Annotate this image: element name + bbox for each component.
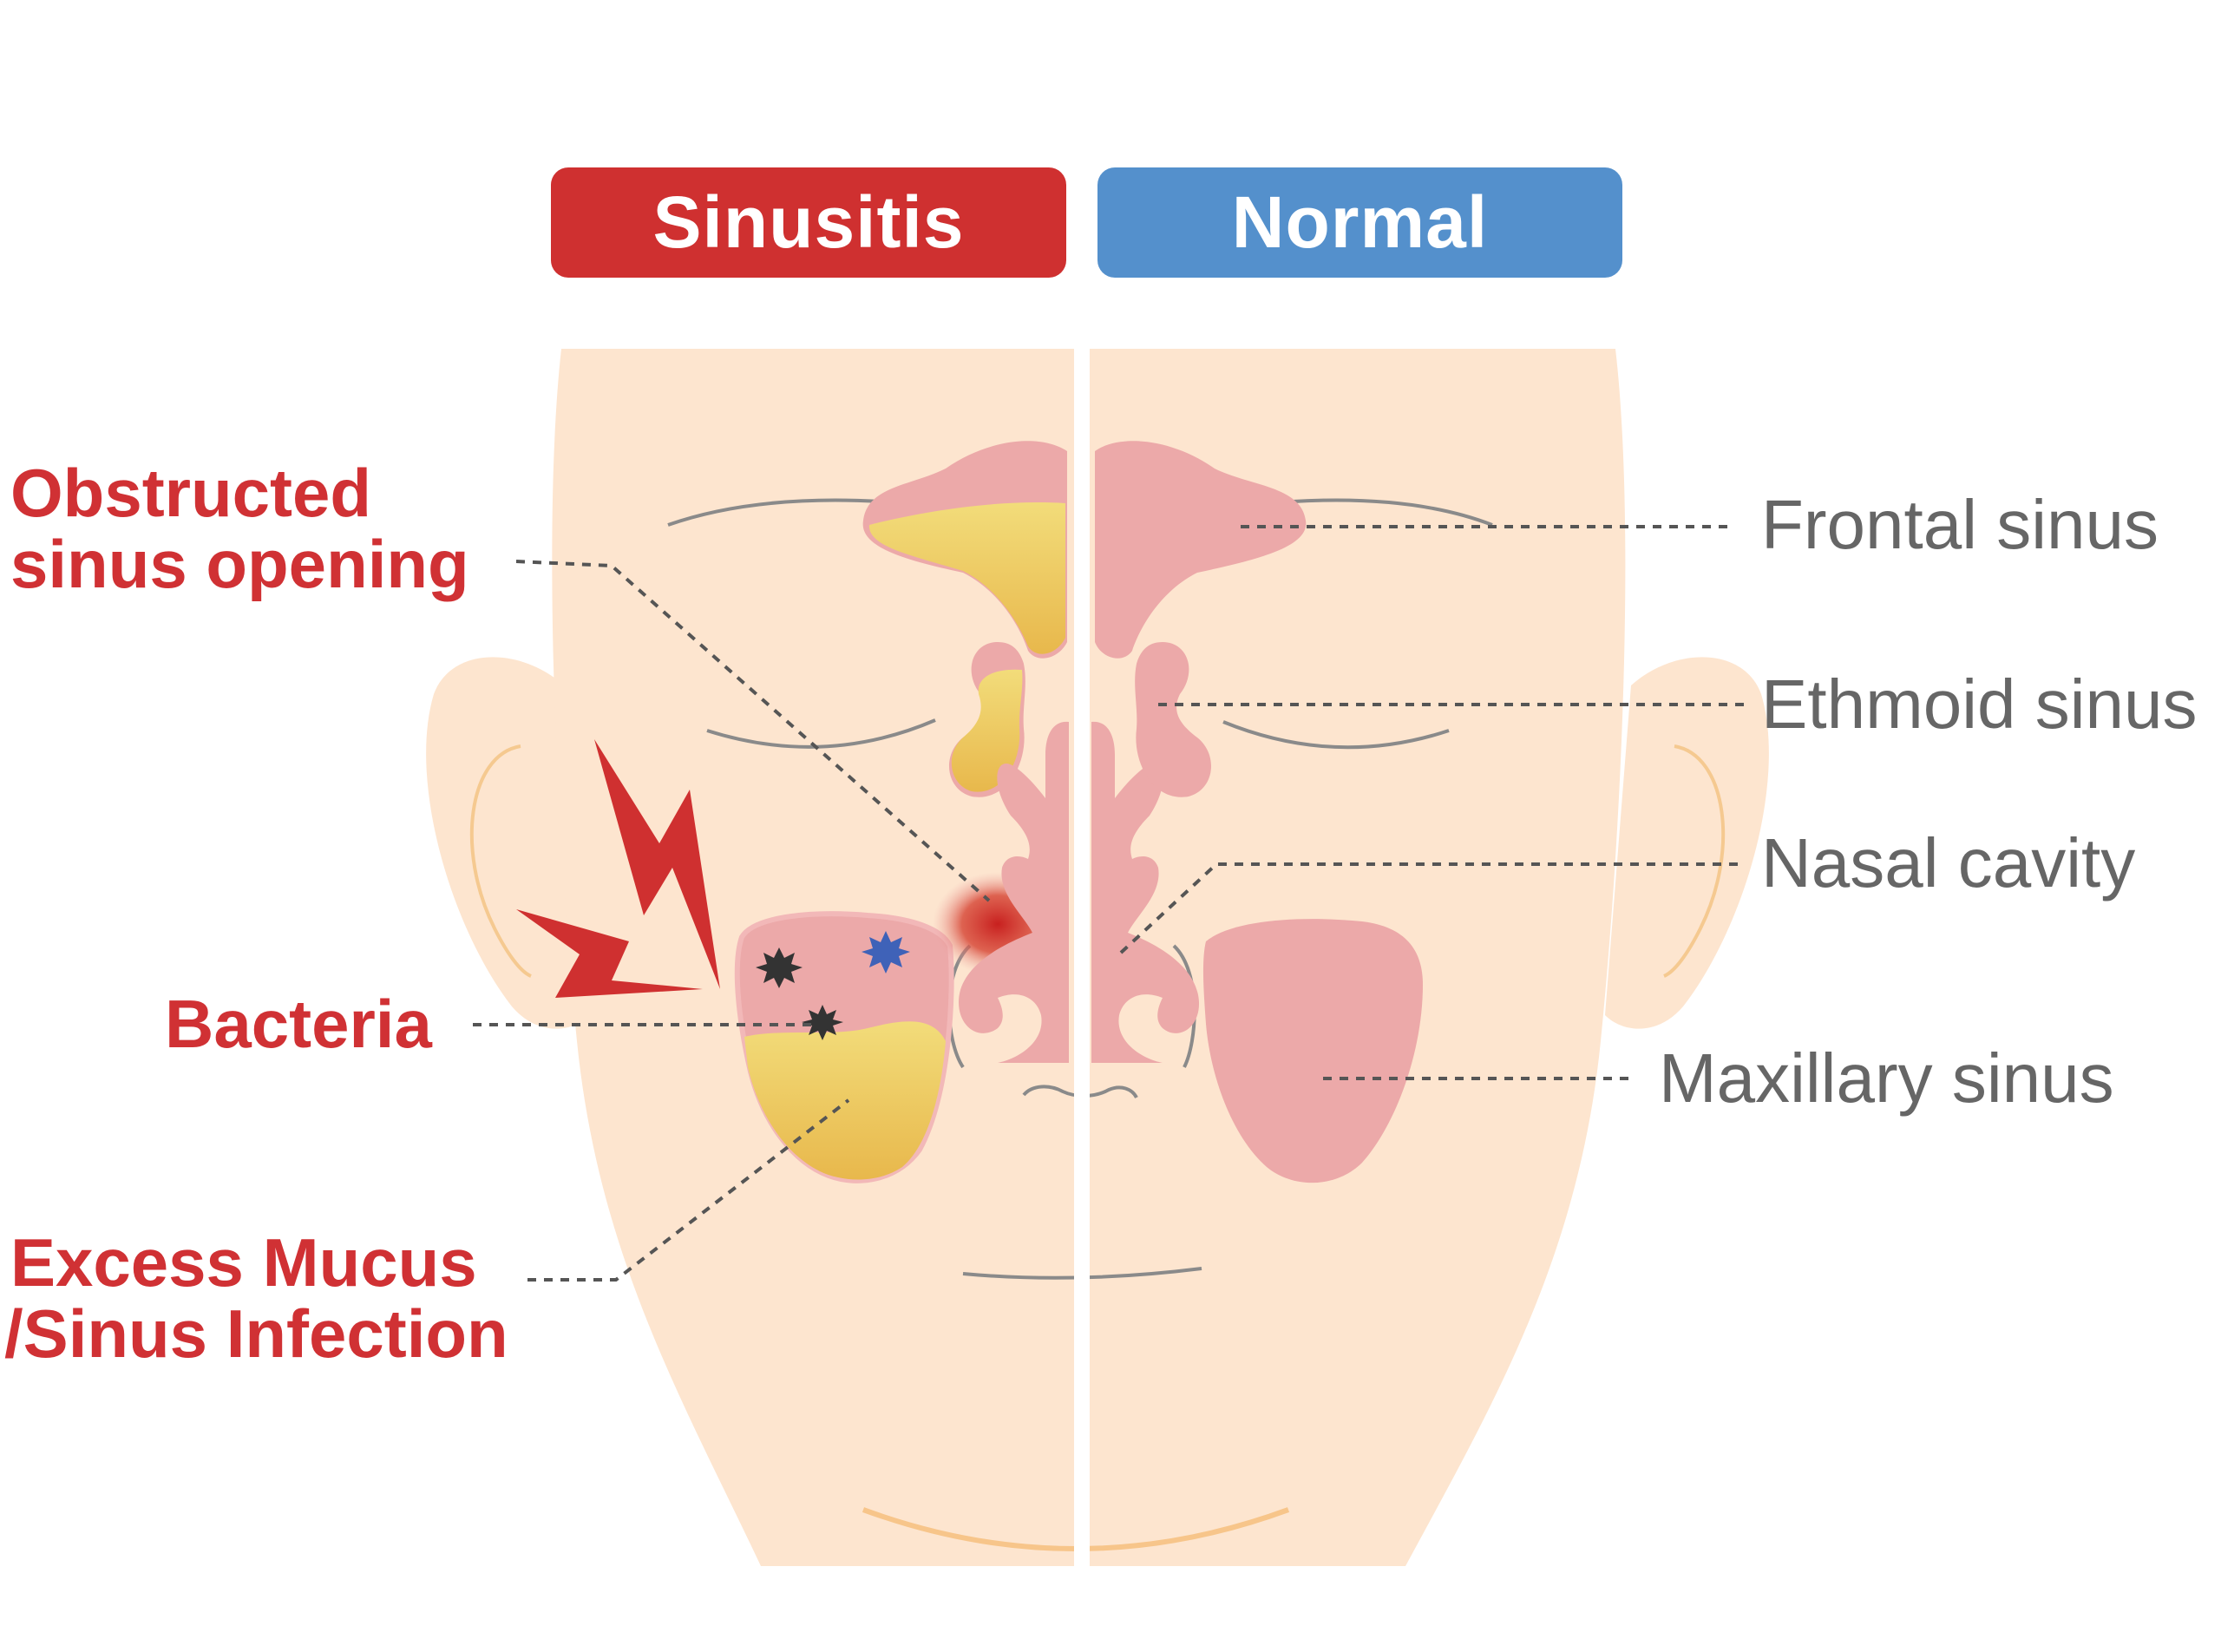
label-nasal-cavity: Nasal cavity bbox=[1761, 824, 2136, 901]
label-obstructed-line2: sinus opening bbox=[10, 526, 469, 602]
label-obstructed-line1: Obstructed bbox=[10, 455, 372, 531]
pain-bolt-lower bbox=[516, 909, 703, 998]
left-eye bbox=[706, 718, 936, 749]
leader-obstructed bbox=[515, 560, 991, 902]
right-eyebrow bbox=[1292, 498, 1493, 527]
bacteria-blue bbox=[862, 931, 910, 974]
left-ear-inner-line bbox=[469, 744, 532, 978]
leader-nasal bbox=[1119, 862, 1744, 954]
right-eye bbox=[1222, 720, 1450, 750]
left-ear bbox=[426, 657, 590, 1029]
bacteria-dark-2 bbox=[802, 1005, 843, 1040]
nasal-cavity-left bbox=[959, 721, 1069, 1063]
bacteria-dark-1 bbox=[756, 947, 803, 988]
leader-mucus bbox=[527, 1098, 850, 1282]
center-divider bbox=[1074, 343, 1090, 1575]
label-ethmoid-sinus: Ethmoid sinus bbox=[1761, 665, 2198, 743]
label-mucus-line2: /Sinus Infection bbox=[4, 1295, 508, 1372]
ethmoid-sinus-left-mucus bbox=[951, 669, 1023, 792]
sinusitis-header: Sinusitis bbox=[551, 167, 1066, 278]
frontal-sinus-right bbox=[1095, 441, 1307, 659]
left-eyebrow bbox=[667, 498, 881, 527]
frontal-sinus-left-mucus bbox=[868, 502, 1065, 654]
pain-bolt-upper bbox=[594, 739, 720, 989]
right-ear bbox=[1605, 657, 1769, 1029]
label-frontal-sinus: Frontal sinus bbox=[1761, 486, 2159, 563]
label-maxillary-sinus: Maxillary sinus bbox=[1659, 1039, 2114, 1117]
label-mucus-line1: Excess Mucus bbox=[10, 1224, 477, 1301]
normal-header: Normal bbox=[1097, 167, 1622, 278]
label-bacteria: Bacteria bbox=[165, 986, 432, 1062]
ethmoid-sinus-right bbox=[1135, 642, 1212, 797]
right-ear-inner-line bbox=[1663, 744, 1726, 978]
maxillary-sinus-right bbox=[1202, 919, 1423, 1183]
nasal-cavity-right bbox=[1091, 721, 1200, 1063]
